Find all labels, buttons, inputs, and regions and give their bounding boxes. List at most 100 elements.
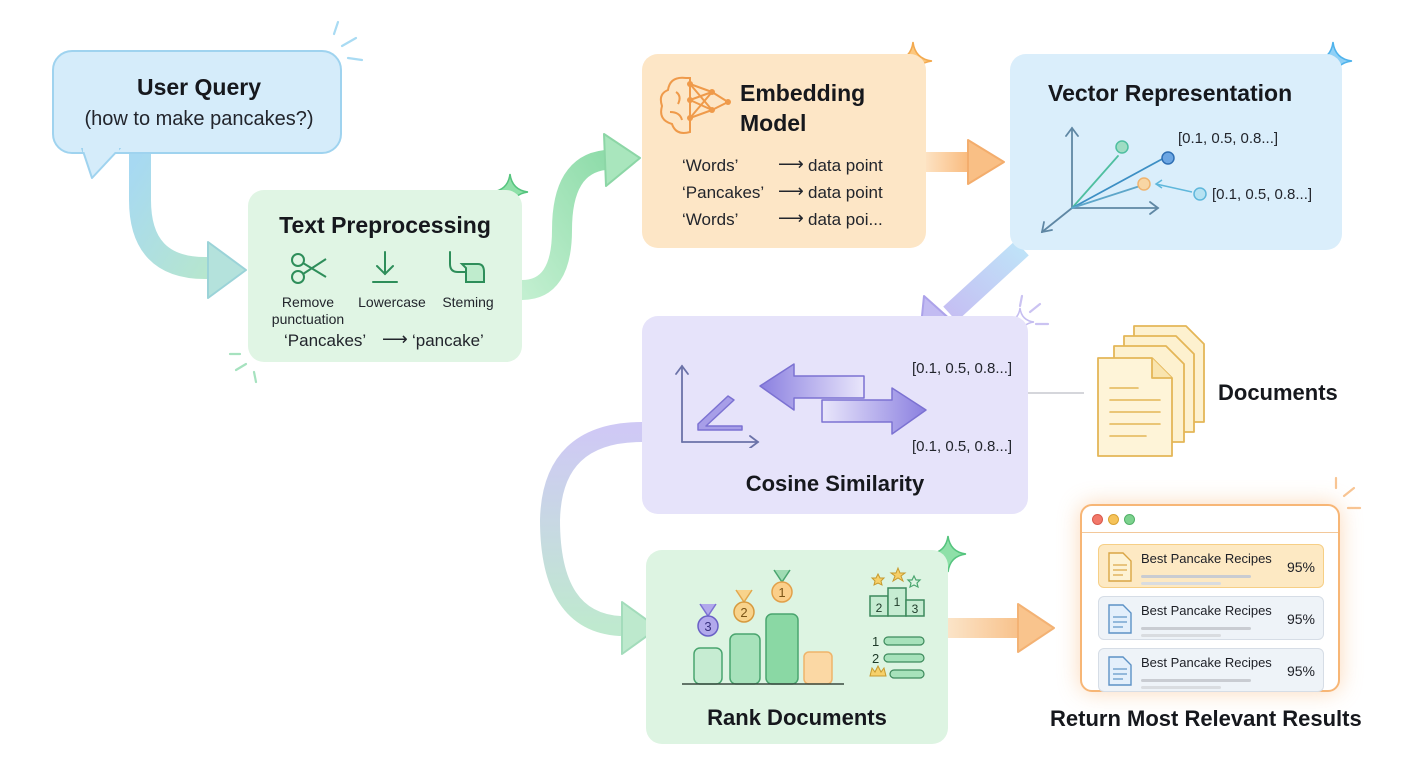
arrowhead-cosine-to-rank xyxy=(621,601,659,655)
speech-tail-icon xyxy=(81,148,121,179)
user-query-title: User Query xyxy=(136,74,261,100)
result-score: 95% xyxy=(1286,663,1315,679)
embedding-token-1: ‘Words’ xyxy=(682,156,739,175)
documents-label: Documents xyxy=(1218,380,1338,405)
embedding-token-3: ‘Words’ xyxy=(682,210,739,229)
text-preprocessing-box: Text Preprocessing Remove punctuation Lo… xyxy=(248,190,522,362)
result-score: 95% xyxy=(1286,611,1315,627)
result-item[interactable]: Best Pancake Recipes 95% xyxy=(1098,596,1324,640)
scissors-icon xyxy=(291,253,327,284)
result-snippet-line xyxy=(1141,686,1221,689)
embedding-arrow-3: ⟶ xyxy=(778,208,804,228)
embedding-title-line1: Embedding xyxy=(740,80,866,106)
embedding-result-1: data point xyxy=(808,156,883,175)
result-snippet-line xyxy=(1141,634,1221,637)
example-input: ‘Pancakes’ xyxy=(284,331,367,350)
brain-network-icon xyxy=(659,76,731,134)
podium-number: 1 xyxy=(894,595,901,609)
medal-number: 1 xyxy=(778,585,785,600)
window-minimize-dot[interactable] xyxy=(1108,514,1119,525)
medal-bars-icon: 3 2 1 xyxy=(682,569,844,685)
medal-icon xyxy=(733,589,755,623)
vector-point xyxy=(1161,151,1175,165)
window-maximize-dot[interactable] xyxy=(1124,514,1135,525)
embedding-title-line2: Model xyxy=(740,110,807,136)
window-close-dot[interactable] xyxy=(1092,514,1103,525)
podium-number: 2 xyxy=(876,601,883,615)
list-number: 1 xyxy=(872,634,879,649)
medal-number: 3 xyxy=(704,619,711,634)
list-number: 2 xyxy=(872,651,879,666)
result-snippet-line xyxy=(1141,627,1251,630)
embedding-arrow-1: ⟶ xyxy=(778,154,804,174)
results-caption: Return Most Relevant Results xyxy=(1050,706,1362,731)
medal-icon xyxy=(697,603,719,637)
vector-title: Vector Representation xyxy=(1048,80,1293,106)
rank-title: Rank Documents xyxy=(707,705,887,730)
step-remove-punctuation: Remove punctuation xyxy=(264,294,352,328)
step-stemming: Steming xyxy=(442,294,494,310)
burst-lines xyxy=(1334,476,1362,510)
arrow-vector-to-cosine xyxy=(943,240,1029,322)
embedding-arrow-2: ⟶ xyxy=(778,181,804,201)
vector-point xyxy=(1115,140,1129,154)
document-icon xyxy=(1108,552,1132,582)
step-lowercase: Lowercase xyxy=(358,294,426,310)
result-snippet-line xyxy=(1141,582,1221,585)
cosine-title: Cosine Similarity xyxy=(745,471,925,496)
result-snippet-line xyxy=(1141,679,1251,682)
embedding-model-box: Embedding Model ‘Words’ ⟶ data point ‘Pa… xyxy=(642,54,926,248)
arrow-embedding-to-vector xyxy=(926,152,972,172)
stemming-icon xyxy=(449,251,485,283)
arrowhead-query-to-preprocess xyxy=(207,241,247,299)
embedding-token-2: ‘Pancakes’ xyxy=(682,183,765,202)
user-query-text: (how to make pancakes?) xyxy=(84,108,314,130)
result-title: Best Pancake Recipes xyxy=(1141,655,1272,670)
podium-number: 3 xyxy=(912,602,919,616)
burst-lines xyxy=(1018,294,1050,326)
podium-icon: 2 1 3 1 2 xyxy=(869,566,925,679)
result-snippet-line xyxy=(1141,575,1251,578)
result-title: Best Pancake Recipes xyxy=(1141,603,1272,618)
arrowhead-embedding-to-vector xyxy=(967,139,1005,185)
angle-icon xyxy=(675,364,760,448)
document-icon xyxy=(1108,604,1132,634)
burst-lines xyxy=(332,20,364,62)
user-query-bubble: User Query (how to make pancakes?) xyxy=(52,50,342,154)
medal-icon xyxy=(771,569,793,603)
arrow-rank-to-results xyxy=(948,618,1022,638)
burst-lines xyxy=(228,352,258,384)
arrow-preprocess-to-embedding xyxy=(512,150,615,300)
arrow-query-to-preprocess xyxy=(129,143,223,279)
cosine-similarity-box: [0.1, 0.5, 0.8...] [0.1, 0.5, 0.8...] Co… xyxy=(642,316,1028,514)
medal-number: 2 xyxy=(740,605,747,620)
result-title: Best Pancake Recipes xyxy=(1141,551,1272,566)
example-arrow: ⟶ xyxy=(382,329,408,349)
vector-label-a: [0.1, 0.5, 0.8...] xyxy=(1178,130,1279,147)
cosine-vector-a: [0.1, 0.5, 0.8...] xyxy=(912,360,1013,377)
double-arrow-icon xyxy=(759,363,927,435)
step-remove-line1: Remove xyxy=(281,294,335,310)
text-preprocessing-title: Text Preprocessing xyxy=(279,212,491,238)
arrowhead-preprocess-to-embedding xyxy=(603,133,641,187)
lowercase-arrow-icon xyxy=(372,251,398,283)
embedding-result-3: data poi... xyxy=(808,210,883,229)
vector-representation-box: Vector Representation [0.1, 0.5, 0.8...]… xyxy=(1010,54,1342,250)
step-remove-line2: punctuation xyxy=(271,311,345,327)
arrowhead-rank-to-results xyxy=(1017,603,1055,653)
embedding-result-2: data point xyxy=(808,183,883,202)
cosine-vector-b: [0.1, 0.5, 0.8...] xyxy=(912,438,1013,455)
document-icon xyxy=(1108,656,1132,686)
rank-documents-box: 3 2 1 2 1 3 1 2 Rank Documents xyxy=(646,550,948,744)
vector-point xyxy=(1193,187,1207,201)
window-titlebar xyxy=(1082,506,1338,533)
result-item[interactable]: Best Pancake Recipes 95% xyxy=(1098,544,1324,588)
arrow-cosine-to-rank xyxy=(539,422,652,636)
vector-point xyxy=(1137,177,1151,191)
document-stack-icon xyxy=(1097,325,1205,457)
example-output: ‘pancake’ xyxy=(412,331,484,350)
result-item[interactable]: Best Pancake Recipes 95% xyxy=(1098,648,1324,692)
axes-icon xyxy=(1040,126,1207,234)
results-browser-window: Best Pancake Recipes 95% Best Pancake Re… xyxy=(1080,504,1340,692)
vector-label-b: [0.1, 0.5, 0.8...] xyxy=(1212,186,1313,203)
